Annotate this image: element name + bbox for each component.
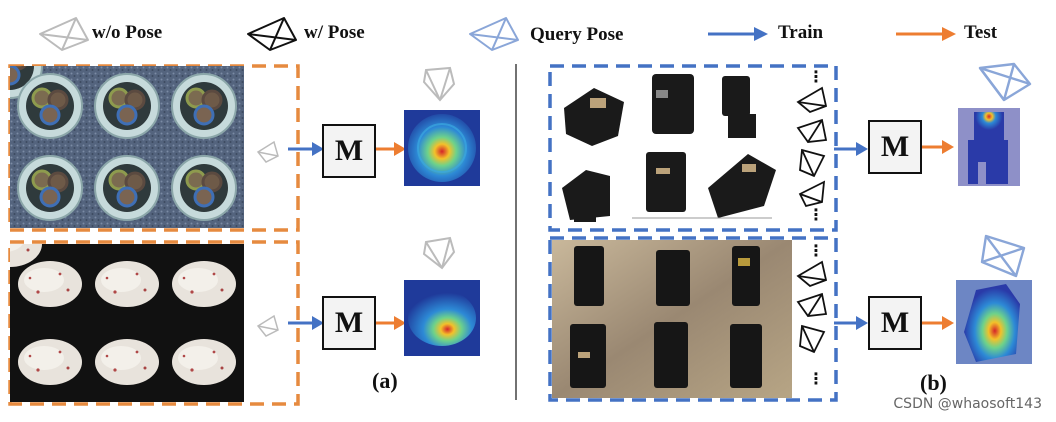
train-arrow <box>834 316 868 330</box>
model-box: M <box>868 296 922 350</box>
train-arrow-icon <box>708 27 768 41</box>
model-box: M <box>322 124 376 178</box>
pose-query-icon <box>978 62 1032 102</box>
test-arrow <box>922 316 954 330</box>
lego-photo-image <box>552 240 792 398</box>
ellipsis-dots: ⋮ <box>808 205 824 224</box>
legend-query-pose: Query Pose <box>530 24 624 45</box>
pose-without-icon <box>256 140 279 163</box>
legend-train: Train <box>778 22 824 43</box>
pose-column-icons <box>796 86 828 208</box>
pose-with-icon <box>247 17 297 51</box>
model-box: M <box>868 120 922 174</box>
anomaly-heatmap <box>956 280 1032 364</box>
pose-query-icon <box>980 234 1026 278</box>
watermark: CSDN @whaosoft143 <box>893 396 1042 412</box>
test-arrow <box>376 142 406 156</box>
pose-without-icon <box>39 17 89 51</box>
legend-with-pose: w/ Pose <box>304 22 365 43</box>
test-arrow <box>922 140 954 154</box>
ellipsis-dots: ⋮ <box>808 241 824 260</box>
test-arrow-icon <box>896 27 956 41</box>
legend-without-pose: w/o Pose <box>92 22 163 43</box>
test-arrow <box>376 316 406 330</box>
pill-image <box>10 244 244 402</box>
pose-without-icon <box>422 236 456 270</box>
anomaly-heatmap <box>958 108 1020 186</box>
ellipsis-dots: ⋮ <box>808 369 824 388</box>
panel-b-bottom-frame <box>548 236 838 402</box>
pose-column-icons <box>796 260 828 354</box>
cable-image <box>10 66 244 228</box>
pose-without-icon <box>256 314 279 337</box>
panel-b-label: (b) <box>920 370 947 395</box>
train-arrow <box>834 142 868 156</box>
panel-divider <box>515 64 517 400</box>
train-arrow <box>288 316 324 330</box>
model-box: M <box>322 296 376 350</box>
pose-without-icon <box>422 66 456 102</box>
train-arrow <box>288 142 324 156</box>
anomaly-heatmap <box>404 280 480 356</box>
lego-render-image <box>552 68 792 228</box>
panel-b-top-frame <box>548 64 838 232</box>
anomaly-heatmap <box>404 110 480 186</box>
legend-test: Test <box>964 22 998 43</box>
pose-query-icon <box>469 17 519 51</box>
ellipsis-dots: ⋮ <box>808 67 824 86</box>
panel-a-label: (a) <box>372 368 398 393</box>
